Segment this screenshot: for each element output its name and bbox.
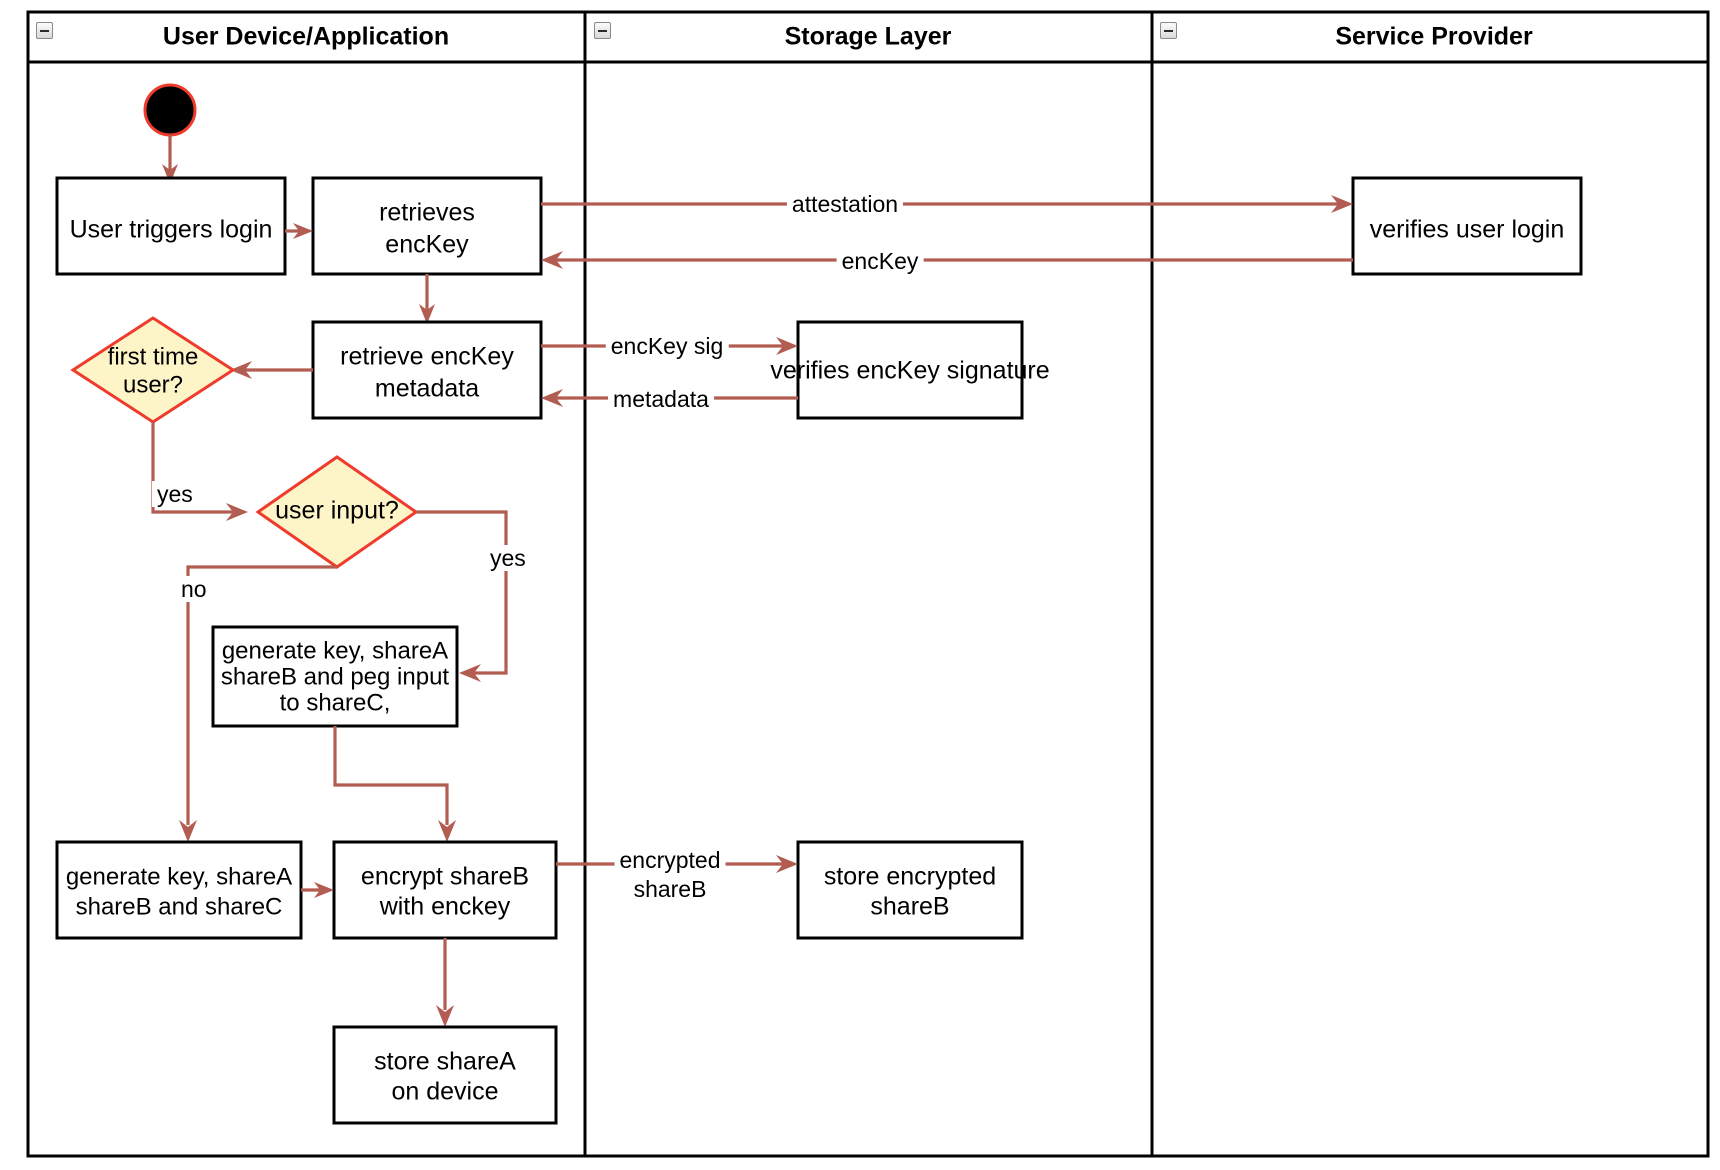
lane-title-storage: Storage Layer — [785, 23, 952, 51]
edge-label-yes-user-input: yes — [485, 545, 531, 571]
node-retrieve-enckey-metadata-line-1: metadata — [375, 375, 479, 403]
node-verifies-enckey-signature[interactable] — [796, 320, 1024, 420]
arrowhead-encrypt-storesharea — [436, 1005, 454, 1027]
node-generate-peg-input-line-2: to shareC, — [280, 689, 391, 716]
initial-node — [143, 83, 197, 137]
arrowhead-threeshares-encrypt — [314, 882, 334, 898]
arrowhead-enckey-return — [541, 251, 563, 269]
arrowhead-firsttime-yes — [226, 503, 248, 521]
edge-label-encrypted-line1: encrypted — [614, 847, 726, 873]
node-encrypt-shareb[interactable] — [332, 840, 558, 940]
edge-firsttime-yes — [151, 422, 235, 514]
node-encrypt-shareb-line-0: encrypt shareB — [361, 863, 529, 891]
node-store-sharea-on-device-line-1: on device — [391, 1078, 498, 1106]
node-store-sharea-on-device[interactable] — [332, 1025, 558, 1125]
node-generate-three-shares-line-1: shareB and shareC — [76, 893, 283, 920]
node-retrieves-enckey-line-0: retrieves — [379, 199, 475, 227]
edge-label-attestation: attestation — [786, 191, 904, 217]
arrowhead-login-retrieves — [293, 223, 313, 239]
node-verifies-user-login-line-0: verifies user login — [1370, 216, 1565, 244]
arrowhead-metadata-firsttime — [230, 361, 252, 379]
arrowhead-enckey-sig — [776, 337, 798, 355]
edge-userinput-no — [186, 565, 337, 825]
node-generate-peg-input-line-0: generate key, shareA — [222, 637, 448, 664]
arrowhead-pegbox-encrypt — [438, 820, 456, 842]
node-encrypt-shareb-line-1: with enckey — [379, 893, 511, 921]
edge-userinput-yes — [416, 510, 508, 675]
decision-first-time-user-line-1: user? — [123, 371, 183, 398]
node-verifies-enckey-signature-line-0: verifies encKey signature — [770, 357, 1049, 385]
arrowhead-start-login — [162, 164, 178, 184]
edge-pegbox-to-encrypt — [333, 726, 449, 825]
lane-title-user-device: User Device/Application — [163, 23, 449, 51]
arrowhead-userinput-yes — [459, 664, 481, 682]
node-store-sharea-on-device-line-0: store shareA — [374, 1048, 516, 1076]
node-generate-three-shares[interactable] — [55, 840, 303, 940]
edge-label-metadata: metadata — [608, 386, 714, 412]
arrowhead-metadata-return — [541, 389, 563, 407]
node-store-encrypted-shareb-line-1: shareB — [870, 893, 949, 921]
arrowhead-retrieves-metadata — [419, 304, 435, 324]
edge-label-enckey-sig: encKey sig — [605, 333, 729, 359]
edge-label-enckey: encKey — [836, 248, 924, 274]
edge-label-encrypted-line2: shareB — [628, 876, 712, 902]
edge-label-yes-first-time: yes — [152, 481, 198, 507]
node-retrieves-enckey[interactable] — [311, 176, 543, 276]
node-user-triggers-login[interactable] — [55, 176, 287, 276]
node-generate-peg-input-line-1: shareB and peg input — [221, 663, 450, 690]
swimlane-frame — [26, 10, 1710, 1158]
node-user-triggers-login-line-0: User triggers login — [70, 216, 273, 244]
node-verifies-user-login[interactable] — [1351, 176, 1583, 276]
arrowhead-encrypted-shareb — [776, 855, 798, 873]
collapse-minus-icon-lane-storage[interactable] — [594, 22, 611, 39]
decision-first-time-user-line-0: first time — [108, 343, 199, 370]
collapse-minus-icon-lane-user-device[interactable] — [36, 22, 53, 39]
node-store-encrypted-shareb-line-0: store encrypted — [824, 863, 996, 891]
arrowhead-userinput-no — [179, 820, 197, 842]
collapse-minus-icon-lane-service[interactable] — [1160, 22, 1177, 39]
lane-title-service: Service Provider — [1335, 23, 1533, 51]
edge-label-no-user-input: no — [176, 576, 212, 602]
node-store-encrypted-shareb[interactable] — [796, 840, 1024, 940]
node-retrieves-enckey-line-1: encKey — [385, 231, 469, 259]
decision-user-input-line-0: user input? — [275, 497, 399, 525]
node-generate-three-shares-line-0: generate key, shareA — [66, 863, 292, 890]
arrowhead-attestation — [1331, 195, 1353, 213]
node-retrieve-enckey-metadata-line-0: retrieve encKey — [340, 343, 514, 371]
